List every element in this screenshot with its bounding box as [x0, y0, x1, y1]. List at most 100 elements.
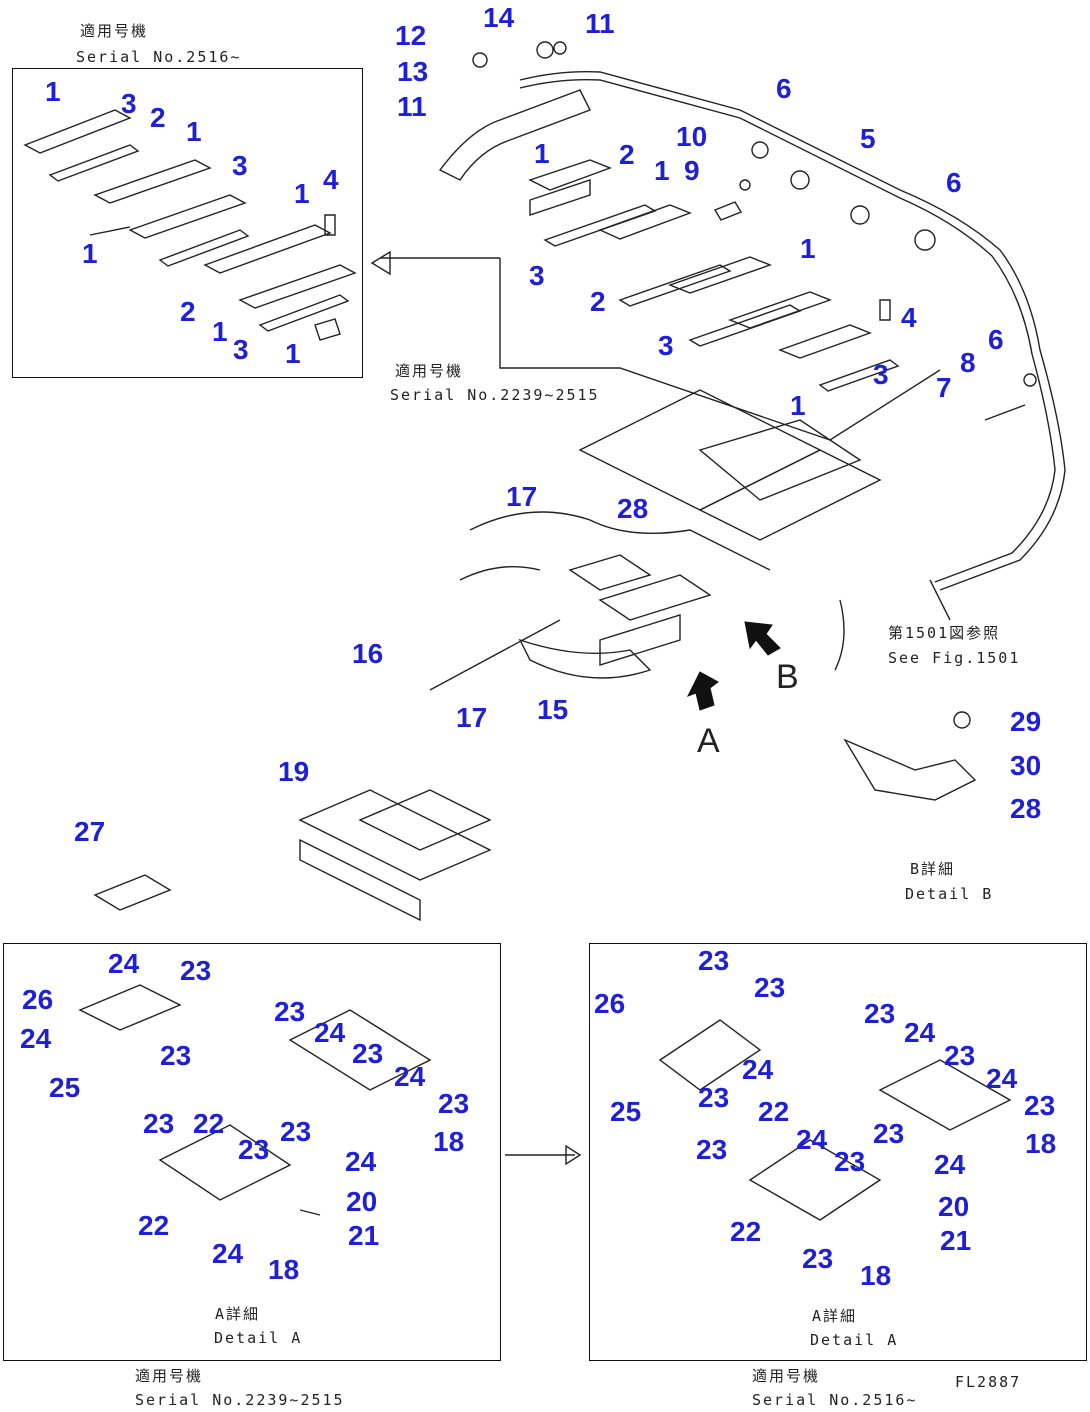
callout: 28	[617, 493, 649, 524]
callout: 21	[940, 1225, 972, 1256]
callout: 17	[456, 702, 488, 733]
callout: 24	[904, 1017, 936, 1048]
callout: 24	[934, 1149, 966, 1180]
callout: 23	[696, 1134, 728, 1165]
callout: 1	[212, 316, 228, 347]
callout: 23	[274, 996, 306, 1027]
callout: 23	[1024, 1090, 1056, 1121]
callout: 27	[74, 816, 106, 847]
callout: 1	[534, 138, 550, 169]
callout: 11	[585, 8, 615, 39]
callout: 17	[506, 481, 538, 512]
detail-b-caption-en: Detail B	[905, 885, 994, 903]
detail-a-left-caption-en: Detail A	[214, 1329, 303, 1347]
callout: 3	[873, 359, 889, 390]
callout: 28	[1010, 793, 1042, 824]
callout: 25	[610, 1096, 642, 1127]
callout: 24	[108, 948, 140, 979]
callout: 22	[138, 1210, 170, 1241]
callout: 23	[698, 945, 730, 976]
callout: 20	[346, 1186, 378, 1217]
callout: 23	[180, 955, 212, 986]
callout: 19	[278, 756, 310, 787]
callout: 1	[285, 338, 301, 369]
callout: 3	[658, 330, 674, 361]
callout: 21	[348, 1220, 380, 1251]
callout: 23	[698, 1082, 730, 1113]
callout: 16	[352, 638, 384, 669]
detail-a-left-box	[3, 943, 501, 1361]
callout: 23	[864, 998, 896, 1029]
callout: 23	[438, 1088, 470, 1119]
view-arrow-b	[744, 621, 781, 656]
callout: 18	[268, 1254, 300, 1285]
callout: 4	[901, 302, 917, 333]
callout: 24	[212, 1238, 244, 1269]
callout: 3	[121, 88, 137, 119]
callout: 18	[1025, 1128, 1057, 1159]
mid-caption-serial: Serial No.2239~2515	[390, 386, 600, 404]
inset-top-caption-serial: Serial No.2516~	[76, 48, 242, 66]
see-fig-caption-en: See Fig.1501	[888, 649, 1021, 667]
callout: 2	[150, 102, 166, 133]
callout: 30	[1010, 750, 1042, 781]
bottom-right-caption-serial: Serial No.2516~	[752, 1391, 918, 1409]
callout: 26	[22, 984, 54, 1015]
inset-box-serial-2516	[12, 68, 363, 378]
callout: 24	[986, 1063, 1018, 1094]
callout: 24	[742, 1054, 774, 1085]
callout: 23	[873, 1118, 905, 1149]
callout: 24	[796, 1124, 828, 1155]
callout: 1	[654, 155, 670, 186]
callout: 23	[834, 1146, 866, 1177]
callout: 8	[960, 347, 976, 378]
callout: 3	[233, 334, 249, 365]
callout: 5	[860, 123, 876, 154]
callout: 25	[49, 1072, 81, 1103]
inset-top-caption-jp: 適用号機	[80, 22, 149, 40]
callout: 18	[433, 1126, 465, 1157]
callout: 7	[936, 372, 952, 403]
callout: 6	[988, 324, 1004, 355]
callout: 1	[186, 116, 202, 147]
see-fig-caption-jp: 第1501図参照	[888, 624, 1001, 642]
detail-a-right-box	[589, 943, 1087, 1361]
callout: 13	[397, 56, 429, 87]
detail-a-right-caption-jp: A詳細	[812, 1307, 858, 1325]
callout: 24	[394, 1061, 426, 1092]
callout: 26	[594, 988, 626, 1019]
callout: 23	[352, 1038, 384, 1069]
callout: 3	[529, 260, 545, 291]
callout: 1	[790, 390, 806, 421]
bottom-left-caption-jp: 適用号機	[135, 1367, 204, 1385]
bottom-right-caption-jp: 適用号機	[752, 1367, 821, 1385]
callout: 22	[193, 1108, 225, 1139]
mid-caption-jp: 適用号機	[395, 362, 464, 380]
callout: 23	[754, 972, 786, 1003]
callout: 29	[1010, 706, 1042, 737]
callout: 24	[314, 1017, 346, 1048]
callout: 18	[860, 1260, 892, 1291]
callout: 20	[938, 1191, 970, 1222]
detail-b-caption-jp: B詳細	[910, 860, 956, 878]
callout: 24	[345, 1146, 377, 1177]
view-a-label: A	[697, 722, 720, 760]
callout: 6	[776, 73, 792, 104]
callout: 2	[180, 296, 196, 327]
callout: 3	[232, 150, 248, 181]
callout: 24	[20, 1023, 52, 1054]
callout: 2	[590, 286, 606, 317]
callout: 14	[483, 2, 515, 33]
callout: 4	[323, 164, 339, 195]
callout: 11	[397, 91, 427, 122]
detail-a-left-caption-jp: A詳細	[215, 1305, 261, 1323]
view-arrow-a	[686, 671, 719, 711]
detail-a-right-caption-en: Detail A	[810, 1331, 899, 1349]
callout: 23	[280, 1116, 312, 1147]
callout: 1	[294, 178, 310, 209]
callout: 1	[45, 76, 61, 107]
figure-code: FL2887	[955, 1373, 1022, 1391]
callout: 22	[730, 1216, 762, 1247]
